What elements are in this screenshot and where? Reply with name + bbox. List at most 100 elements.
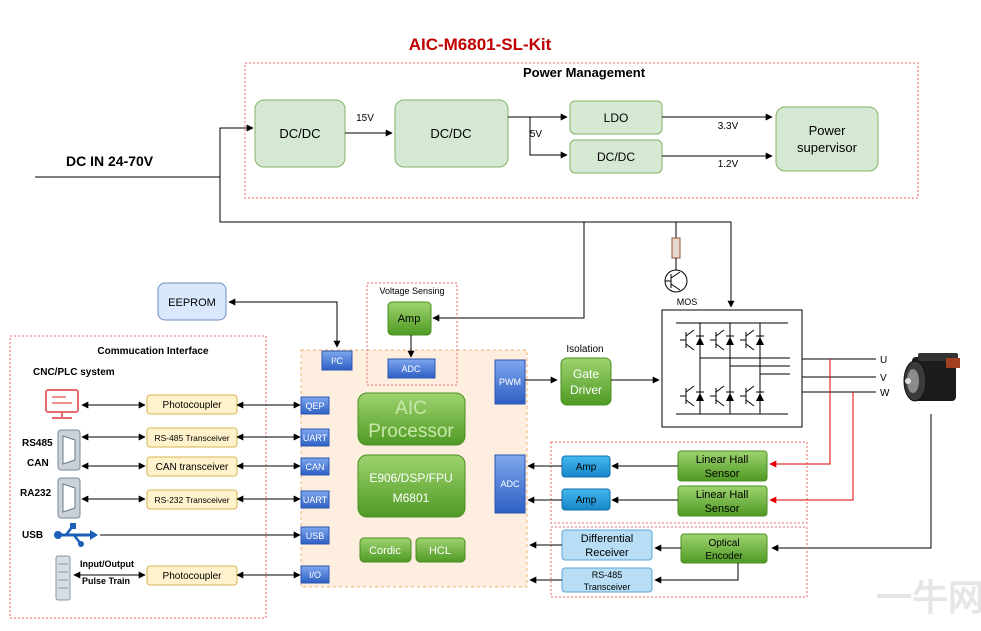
gate-driver-box: Gate Driver [560,357,612,406]
io-label-line2: Pulse Train [82,576,130,586]
pin-usb: USB [300,526,330,545]
cnc-plc-label: CNC/PLC system [33,367,115,378]
svg-text:Amp: Amp [398,313,421,325]
current-amp-1: Amp [561,455,611,478]
rs485-transceiver-box: RS-485 Transceiver [146,427,238,448]
isolation-label: Isolation [566,344,603,355]
v15-label: 15V [356,113,374,124]
phase-w-label: W [880,388,890,399]
voltage-sensing-group [366,282,458,386]
pin-qep: QEP [300,396,330,415]
terminal-block-icon [55,555,71,601]
igbt-switch-icon [740,385,764,407]
core-box: E906/DSP/FPU M6801 [357,454,466,518]
svg-text:supervisor: supervisor [797,140,858,155]
usb-label: USB [22,530,43,541]
svg-text:EEPROM: EEPROM [168,297,216,309]
svg-text:Receiver: Receiver [585,547,629,559]
link-eeprom-i2c [228,298,341,348]
inverter-bridge [661,309,803,428]
svg-text:Cordic: Cordic [369,545,401,557]
igbt-switch-icon [680,329,704,351]
ra232-label: RA232 [20,488,52,499]
power-management-group [244,62,919,199]
svg-text:Amp: Amp [576,495,597,506]
aic-processor-box: AIC Processor [357,392,466,446]
svg-text:CAN transceiver: CAN transceiver [156,462,229,473]
optical-encoder-box: Optical Encoder [680,533,768,564]
encoder-group [550,526,808,598]
differential-receiver-box: Differential Receiver [561,529,653,561]
hcl-box: HCL [415,537,466,563]
v33-label: 3.3V [718,121,739,132]
pin-uart-2: UART [300,490,330,509]
cordic-box: Cordic [359,537,412,563]
dc-in-label: DC IN 24-70V [66,153,154,169]
svg-text:AIC: AIC [395,398,427,419]
servo-motor-icon [903,353,960,402]
svg-text:RS-485 Transceiver: RS-485 Transceiver [154,433,229,443]
communication-interface-group [9,335,267,619]
svg-text:HCL: HCL [429,545,451,557]
current-amp-2: Amp [561,488,611,511]
usb-icon [54,523,98,547]
can-label: CAN [27,458,49,469]
dc-in-to-dcdc1 [219,124,254,177]
svg-text:I²C: I²C [331,356,343,366]
power-management-title: Power Management [523,65,646,80]
photocoupler-box-1: Photocoupler [146,394,238,415]
watermark-logo: 一牛网 [876,577,981,618]
eeprom-box: EEPROM [157,282,227,321]
svg-text:LDO: LDO [604,111,629,125]
svg-text:Photocoupler: Photocoupler [163,400,223,411]
svg-text:DC/DC: DC/DC [597,150,635,164]
dcdc2-to-dcdc3 [508,116,568,159]
igbt-switch-icon [710,329,734,351]
encoder-to-rs485 [654,563,739,584]
ldo-box: LDO [569,100,663,135]
svg-text:I/O: I/O [309,570,321,580]
svg-text:QEP: QEP [305,401,324,411]
svg-text:M6801: M6801 [393,491,430,505]
svg-text:DC/DC: DC/DC [430,126,471,141]
pin-io: I/O [300,565,330,584]
rs485-label: RS485 [22,438,53,449]
svg-text:Sensor: Sensor [705,468,740,480]
voltage-sensing-amp: Amp [387,301,432,336]
power-supervisor-box: Power supervisor [775,106,879,172]
io-label-line1: Input/Output [80,559,134,569]
svg-text:Photocoupler: Photocoupler [163,571,223,582]
current-sensing-group [550,441,808,524]
svg-text:DC/DC: DC/DC [279,126,320,141]
dc-in-to-voltage-sensing [432,222,585,322]
can-transceiver-box: CAN transceiver [146,456,238,477]
linear-hall-sensor-1: Linear Hall Sensor [677,450,768,482]
igbt-switch-icon [680,385,704,407]
dcdc3-box: DC/DC [569,139,663,174]
svg-text:USB: USB [306,531,325,541]
pin-pwm: PWM [494,359,526,405]
svg-text:ADC: ADC [401,364,421,374]
svg-text:E906/DSP/FPU: E906/DSP/FPU [369,471,452,485]
voltage-sensing-label: Voltage Sensing [379,286,444,296]
rs232-transceiver-box: RS-232 Transceiver [146,489,238,510]
svg-text:UART: UART [303,495,328,505]
svg-text:RS-485: RS-485 [592,570,623,580]
v12-label: 1.2V [718,159,739,170]
svg-text:Driver: Driver [570,383,602,397]
svg-text:Optical: Optical [708,538,739,549]
svg-text:ADC: ADC [500,479,520,489]
diagram-title: AIC-M6801-SL-Kit [409,35,552,54]
svg-text:Transceiver: Transceiver [584,582,631,592]
pin-can: CAN [300,457,330,476]
computer-icon [45,389,79,419]
mos-transistor-icon [664,222,688,293]
phase-v-label: V [880,373,887,384]
phase-u-sense [769,359,831,468]
svg-text:CAN: CAN [305,462,324,472]
svg-text:Power: Power [809,123,847,138]
svg-text:Encoder: Encoder [705,551,743,562]
pin-adc: ADC [494,454,526,514]
phase-w-sense [769,392,854,504]
